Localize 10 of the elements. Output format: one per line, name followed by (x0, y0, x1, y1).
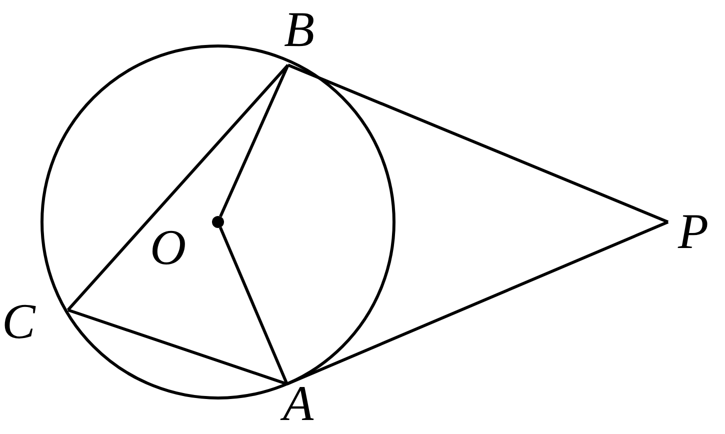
point-label: C (2, 296, 36, 346)
line-segment (218, 226, 288, 385)
line-segment (68, 308, 288, 386)
point-label: B (284, 4, 315, 54)
line-segment (287, 64, 669, 224)
point-label: O (150, 222, 186, 272)
line-segment (286, 220, 669, 386)
line-segment (66, 64, 290, 311)
point-label: P (678, 206, 709, 256)
line-segment (219, 64, 290, 218)
